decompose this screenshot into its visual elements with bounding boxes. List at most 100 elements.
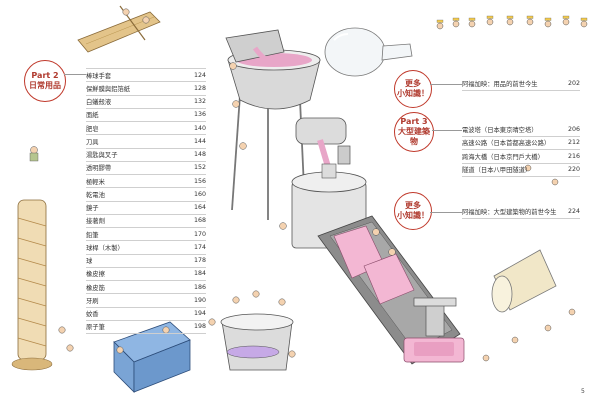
- toc-item[interactable]: 面紙 136: [86, 109, 206, 122]
- part2-label-line2: 日常用品: [29, 81, 61, 90]
- more-tips-label-2: 更多 小知識！: [394, 192, 432, 230]
- toc-item-title: 鉛筆: [86, 231, 99, 239]
- toc-item-page: 216: [567, 152, 580, 160]
- more-tips-label-1-line2: 小知識！: [397, 89, 429, 98]
- toc-item[interactable]: 肥皂 140: [86, 122, 206, 136]
- conveyor-belt-illustration: [317, 215, 461, 365]
- toc-item-page: 152: [193, 164, 206, 172]
- toc-item-page: 194: [193, 310, 206, 318]
- toc-item-title: 白蟻殼液: [86, 99, 112, 107]
- toc-item[interactable]: 高速公路（日本首都高速公路） 212: [462, 137, 580, 150]
- toc-item-page: 156: [193, 177, 206, 185]
- grinder-illustration: [295, 117, 351, 181]
- toc-item[interactable]: 跨海大橋（日本京門戶大橋） 216: [462, 150, 580, 164]
- toc-item-title: 橡皮擦: [86, 271, 105, 279]
- toc-item-page: 186: [193, 283, 206, 291]
- toc-item-page: 206: [567, 125, 580, 133]
- toc-item[interactable]: 隧道（日本八甲田隧道）220: [462, 164, 580, 177]
- toc-item[interactable]: 鉛筆 170: [86, 228, 206, 242]
- toc-item-page: 164: [193, 204, 206, 212]
- toc-item[interactable]: 極輕米 156: [86, 175, 206, 189]
- toc-item[interactable]: 電波塔（日本東京晴空塔） 206: [462, 123, 580, 137]
- toc-item-title: 隧道（日本八甲田隧道）: [462, 167, 532, 175]
- toc-item-title: 原子筆: [86, 324, 105, 332]
- toc-item[interactable]: 刀具 144: [86, 135, 206, 149]
- more1-leader-line: [430, 84, 462, 85]
- toc-item-page: 124: [193, 71, 206, 79]
- wooden-board-illustration: [77, 5, 161, 53]
- worker-hats-group: [436, 15, 588, 23]
- part3-label-line1: Part 3: [400, 117, 428, 126]
- workers-group: [58, 18, 588, 362]
- toc-item-title: 球桿（木製）: [86, 244, 124, 252]
- part3-toc-list: 電波塔（日本東京晴空塔） 206 高速公路（日本首都高速公路） 212 跨海大橋（日…: [462, 123, 580, 177]
- toc-item[interactable]: 球桿（木製）174: [86, 241, 206, 255]
- part2-leader-line: [64, 74, 86, 75]
- toc-item-title: 極輕米: [86, 178, 105, 186]
- toc-item-page: 136: [193, 111, 206, 119]
- toc-item-page: 184: [193, 270, 206, 278]
- more-tips-label-1-line1: 更多: [405, 79, 421, 88]
- toc-item-page: 198: [193, 323, 206, 331]
- toc-item-title: 棒球手套: [86, 72, 112, 80]
- toc-item-page: 212: [567, 139, 580, 147]
- soap-press-illustration: [403, 297, 465, 363]
- toc-item-title: 保鮮膜與鋁箔紙: [86, 85, 131, 93]
- part3-label-line2: 大型建築物: [398, 127, 430, 146]
- toc-item-title: 球: [86, 258, 93, 266]
- part3-label: Part 3 大型建築物: [394, 112, 434, 152]
- toc-item-title: 刀具: [86, 138, 99, 146]
- toc-item-page: 168: [193, 217, 206, 225]
- toc-item-page: 170: [193, 230, 206, 238]
- toc-item-title: 湯匙與叉子: [86, 152, 118, 160]
- toc-item[interactable]: 蚊香 194: [86, 308, 206, 321]
- toc-item[interactable]: 棒球手套 124: [86, 69, 206, 83]
- toc-item-page: 202: [567, 79, 580, 87]
- toc-item-page: 160: [193, 190, 206, 198]
- toc-item-page: 148: [193, 151, 206, 159]
- toc-item[interactable]: 鏡子 164: [86, 202, 206, 215]
- toc-item-page: 128: [193, 84, 206, 92]
- coil-tower-illustration: [11, 199, 53, 371]
- toc-item-title: 肥皂: [86, 125, 99, 133]
- page-number: 5: [581, 388, 585, 395]
- wash-tub-illustration: [220, 313, 294, 371]
- toc-item-page: 224: [567, 207, 580, 215]
- toc-item-page: 140: [193, 124, 206, 132]
- toc-item-title: 接著劑: [86, 218, 105, 226]
- toc-item-title: 跨海大橋（日本京門戶大橋）: [462, 153, 544, 161]
- more-tips-label-1: 更多 小知識！: [394, 70, 432, 108]
- toc-item-page: 190: [193, 296, 206, 304]
- toc-top-divider: [86, 68, 206, 69]
- more-tips-label-2-line1: 更多: [405, 201, 421, 210]
- toc-item-title: 電波塔（日本東京晴空塔）: [462, 126, 538, 134]
- toc-item-page: 144: [193, 137, 206, 145]
- toc-item[interactable]: 原子筆 198: [86, 321, 206, 334]
- toc-item-title: 面紙: [86, 112, 99, 120]
- toc-item[interactable]: 保鮮膜與鋁箔紙 128: [86, 82, 206, 96]
- soap-block-illustration: [113, 321, 191, 393]
- toc-item-title: 蚊香: [86, 311, 99, 319]
- toc-item-title: 鏡子: [86, 205, 99, 213]
- more2-leader-line: [430, 212, 462, 213]
- toc-item[interactable]: 橡皮擦 184: [86, 268, 206, 281]
- more-tips-label-2-line2: 小知識！: [397, 211, 429, 220]
- toc-item[interactable]: 接著劑 168: [86, 215, 206, 228]
- toc-item[interactable]: 湯匙與叉子 148: [86, 149, 206, 162]
- toc-item-title: 牙刷: [86, 297, 99, 305]
- paper-roll-illustration: [491, 249, 557, 313]
- worker-figure: [29, 146, 39, 162]
- toc-item-title: 高速公路（日本首都高速公路）: [462, 140, 551, 148]
- toc-item[interactable]: 牙刷 190: [86, 294, 206, 308]
